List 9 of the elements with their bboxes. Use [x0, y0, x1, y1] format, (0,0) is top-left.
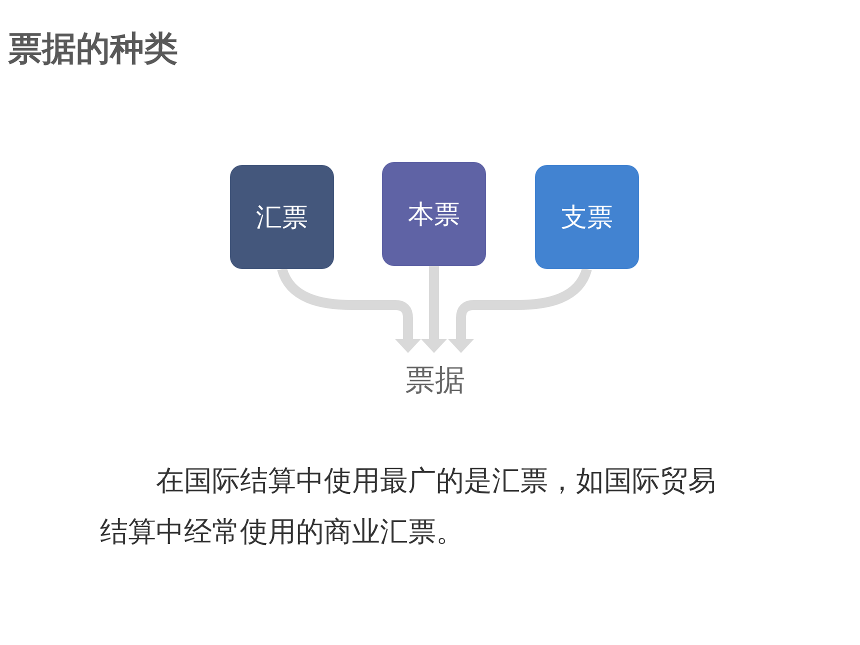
page-title: 票据的种类	[8, 29, 178, 70]
curved-arrow	[277, 267, 421, 353]
bill-box: 本票	[382, 162, 486, 266]
curved-arrow	[448, 267, 592, 353]
bill-box: 汇票	[230, 165, 334, 269]
bill-box: 支票	[535, 165, 639, 269]
curved-arrow	[421, 266, 447, 353]
body-paragraph: 在国际结算中使用最广的是汇票，如国际贸易结算中经常使用的商业汇票。	[100, 464, 717, 549]
node-text: 票据	[390, 354, 480, 406]
